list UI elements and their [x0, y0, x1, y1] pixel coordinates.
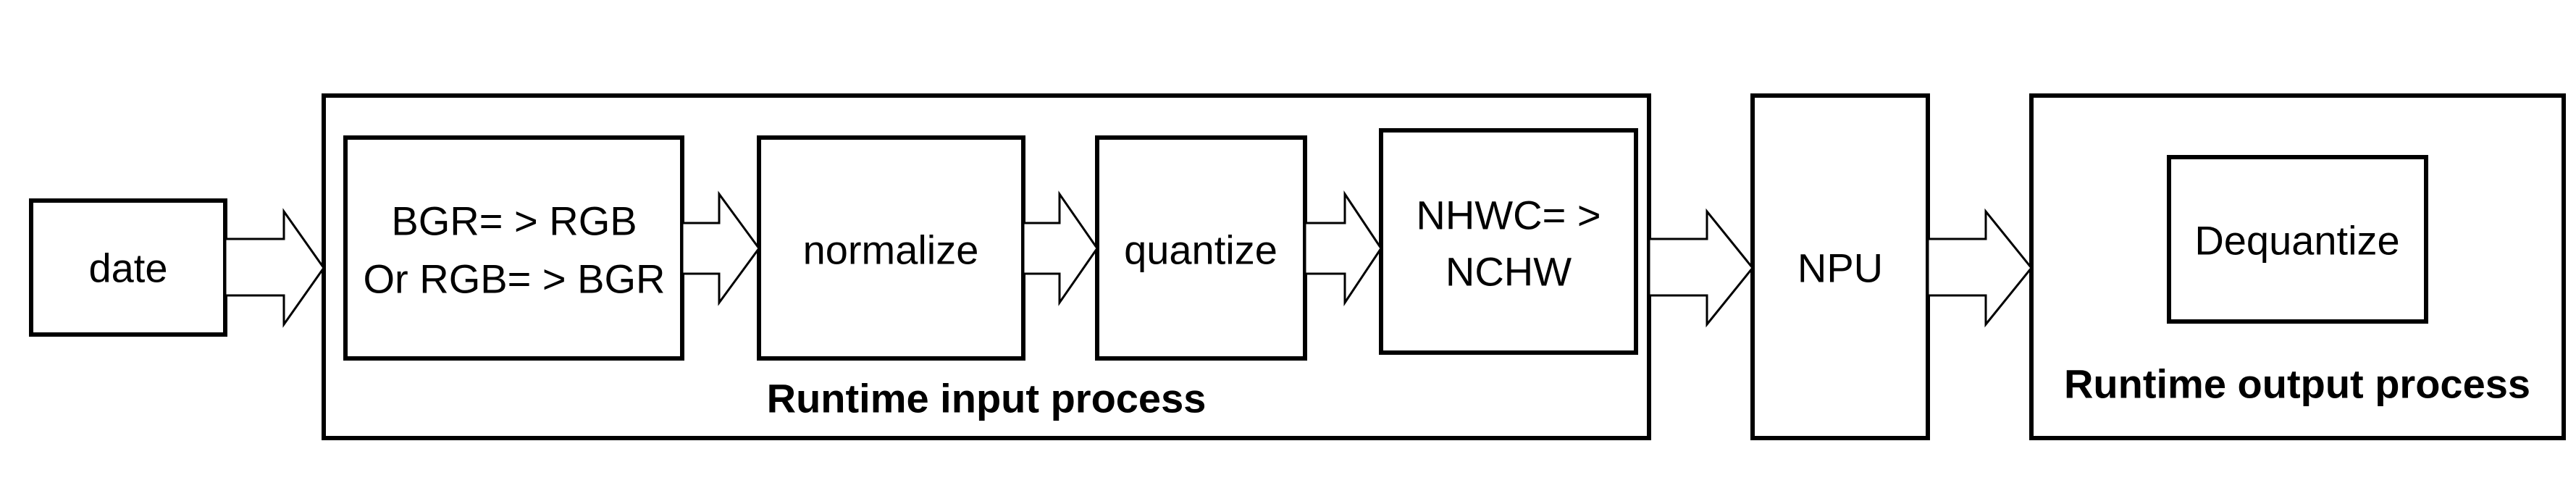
dequantize-label: Dequantize [2194, 218, 2399, 264]
color-convert-label-line2: Or RGB= > BGR [364, 256, 666, 302]
color-convert-box [343, 135, 684, 361]
date-label: date [89, 245, 168, 291]
runtime-input-process-caption: Runtime input process [767, 376, 1207, 421]
color-convert-label-line1: BGR= > RGB [391, 198, 637, 244]
normalize-label: normalize [803, 227, 979, 273]
layout-convert-label-line1: NHWC= > [1416, 193, 1600, 238]
runtime-output-process-caption: Runtime output process [2064, 361, 2530, 407]
normalize-box [757, 135, 1025, 361]
arrow-normalize-to-quantize [1022, 190, 1099, 306]
arrow-npu-to-output [1926, 208, 2033, 328]
arrow-date-to-input [224, 208, 325, 328]
arrow-input-to-npu [1648, 208, 1754, 328]
quantize-label: quantize [1124, 227, 1277, 273]
dequantize-box [2167, 155, 2428, 324]
arrow-quantize-to-layout [1304, 190, 1383, 306]
arrow-color-to-normalize [681, 190, 760, 306]
layout-convert-box [1379, 128, 1638, 355]
layout-convert-label-line2: NCHW [1446, 249, 1572, 295]
npu-box [1750, 93, 1930, 440]
npu-label: NPU [1797, 245, 1883, 291]
